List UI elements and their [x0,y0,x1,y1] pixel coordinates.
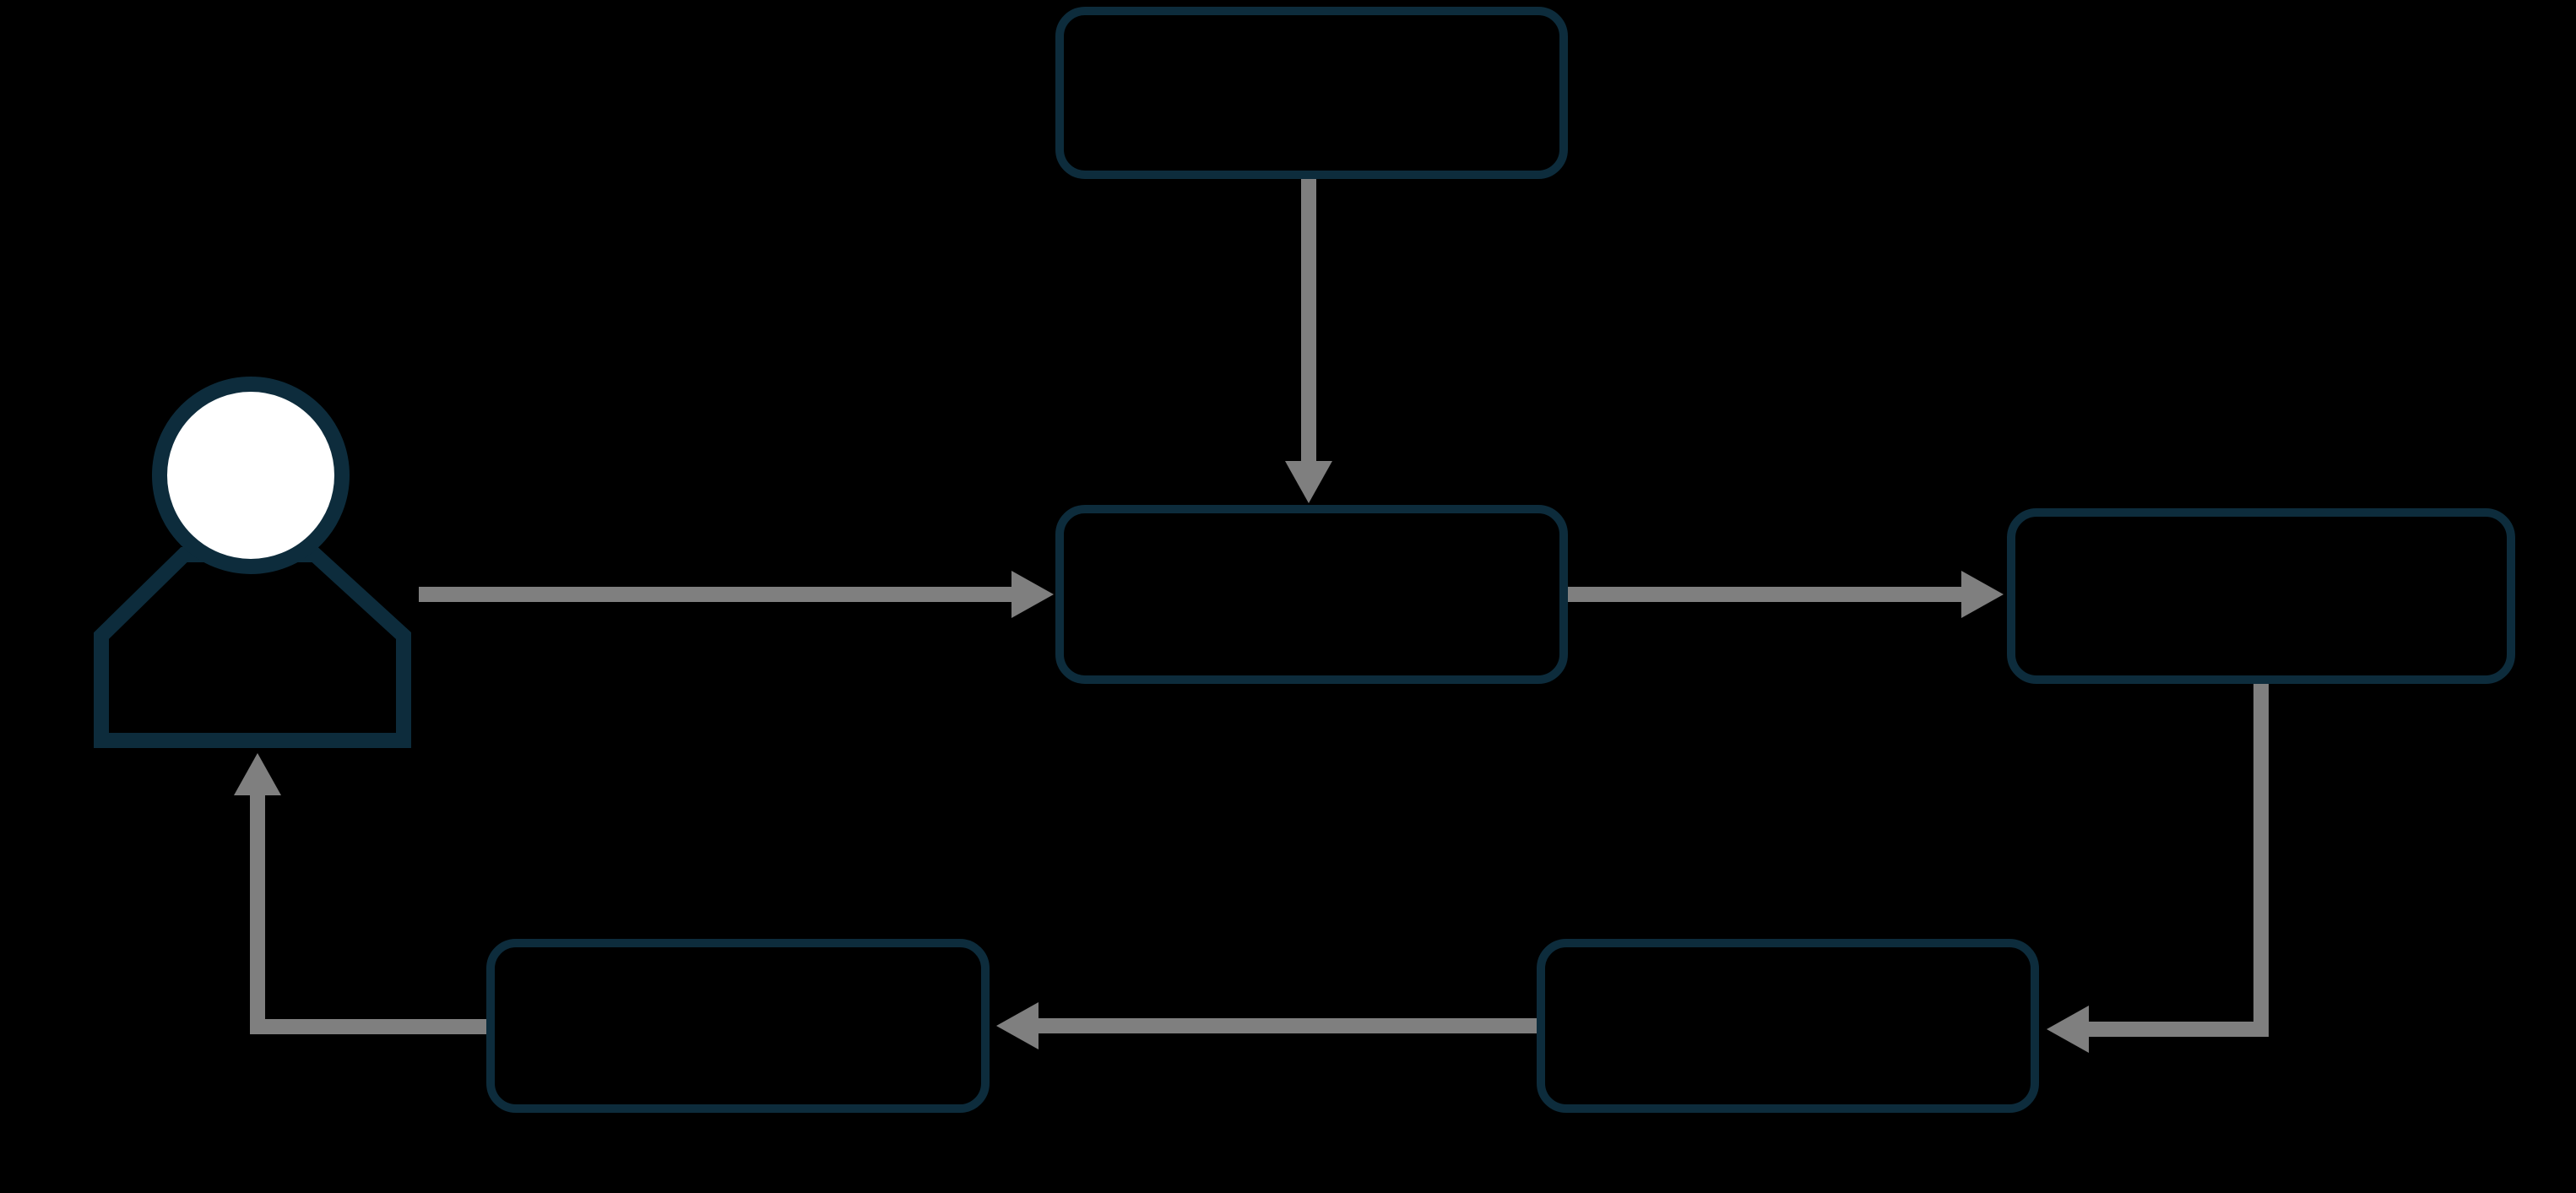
node-top [1055,7,1568,179]
arrowhead-center-to-right-icon [1961,571,2004,618]
connector-bottom-left-to-person [250,794,486,1034]
arrowhead-person-to-center-icon [1011,571,1054,618]
node-center [1055,505,1568,684]
node-right [2007,508,2515,684]
person-icon [152,377,350,574]
arrowhead-right-to-bottom-right-icon [2047,1006,2089,1053]
person-body [94,547,411,748]
arrowhead-bottom-right-to-bottom-left-icon [996,1002,1039,1049]
node-bottom-left [486,939,990,1113]
arrowhead-top-to-center-icon [1285,461,1332,503]
connector-right-to-bottom-right [2085,684,2269,1037]
node-bottom-right [1537,939,2039,1113]
arrowhead-bottom-left-to-person-icon [234,753,281,795]
